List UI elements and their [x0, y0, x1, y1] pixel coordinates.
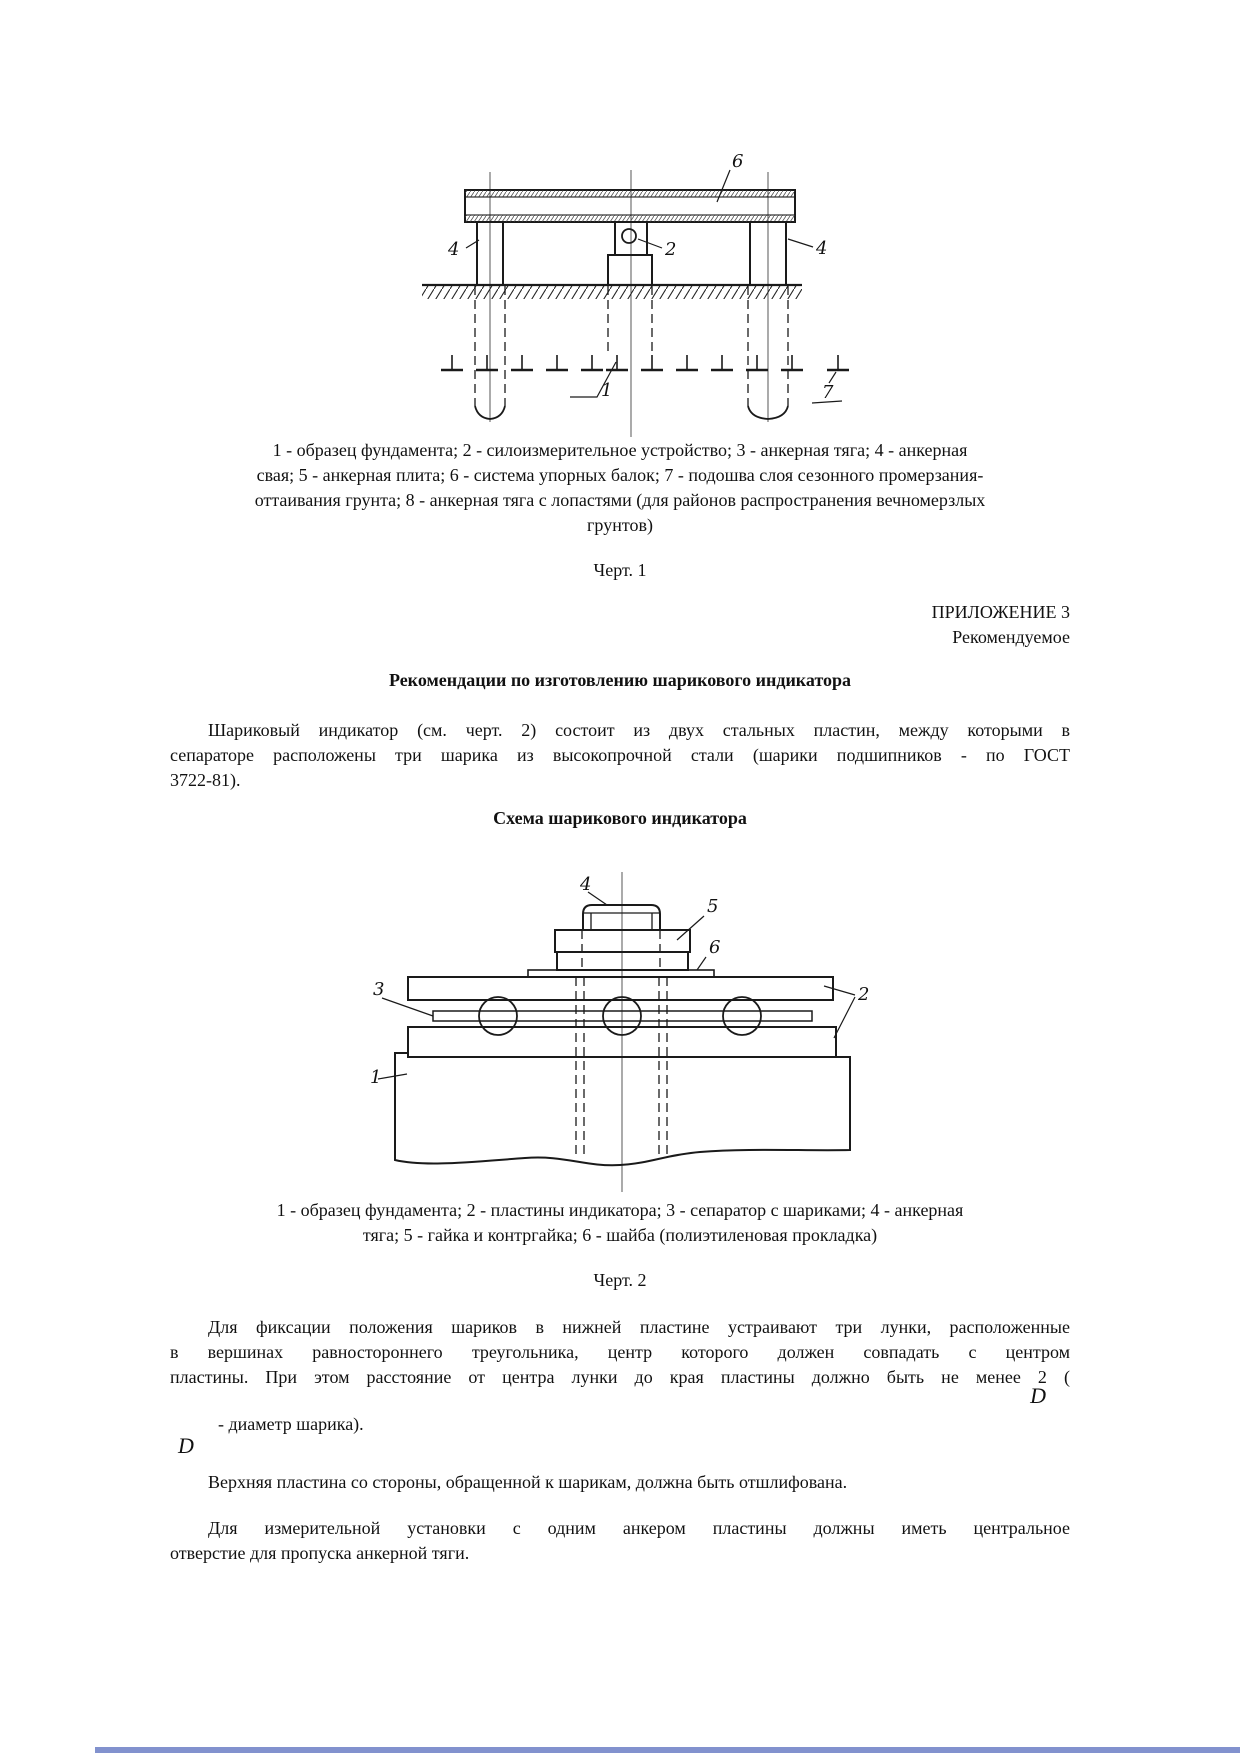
fig1-label-pile-right: 4 [815, 238, 827, 259]
scheme-heading: Схема шарикового индикатора [493, 808, 747, 828]
fig1-label-pile-left: 4 [447, 239, 459, 260]
fig1-label-load-device: 2 [664, 239, 676, 260]
paragraph-top-plate: Верхняя пластина со стороны, обращенной … [208, 1472, 848, 1492]
fig1-beam-system [464, 189, 796, 223]
section-heading: Рекомендации по изготовлению шарикового … [388, 670, 852, 690]
figure1-number: Черт. 1 [593, 560, 647, 580]
fig2-label-plates: 2 [857, 984, 869, 1005]
fig2-bottom-plate [407, 1026, 837, 1058]
figure2-drawing: 4 5 6 3 2 1 [370, 872, 869, 1192]
figure1-caption: 1 - образец фундамента; 2 - силоизмерите… [254, 440, 986, 535]
fig2-label-nuts: 5 [707, 896, 718, 917]
fig2-hidden-lines [575, 930, 668, 1156]
paragraph-central-hole: Для измерительной установки с одним анке… [170, 1516, 1070, 1566]
bottom-highlight-strip [95, 1747, 1240, 1753]
figure1-drawing: 4 6 2 4 1 7 [422, 151, 851, 437]
fig1-buried-piles [474, 286, 789, 420]
fig1-label-foundation: 1 [601, 380, 612, 401]
fig2-label-washer: 6 [709, 937, 720, 958]
paragraph-line: Для фиксации положения шариков в нижней … [208, 1317, 1070, 1337]
fig2-balls [478, 996, 762, 1036]
paragraph-line: в вершинах равностороннего треугольника,… [170, 1342, 1070, 1362]
fig2-foundation [394, 1052, 851, 1167]
paragraph-line: Шариковый индикатор (см. черт. 2) состои… [208, 720, 1070, 740]
fig1-load-device [607, 221, 653, 286]
paragraph-dimples: Для фиксации положения шариков в нижней … [170, 1315, 1070, 1390]
diameter-symbol-left: D [178, 1433, 194, 1458]
paragraph-line: отверстие для пропуска анкерной тяги. [170, 1543, 470, 1563]
fig2-labels: 4 5 6 3 2 1 [370, 874, 869, 1088]
fig2-anchor-rod [582, 904, 661, 930]
fig2-nuts [554, 929, 691, 971]
paragraph-line: сепараторе расположены три шарика из выс… [170, 745, 1070, 765]
fig2-label-anchor-rod: 4 [579, 874, 591, 895]
paragraph-line: 3722-81). [170, 770, 241, 790]
fig1-center-lines [489, 170, 769, 437]
fig1-labels: 4 6 2 4 1 7 [447, 151, 843, 404]
diameter-symbol-right: D [1030, 1383, 1046, 1408]
fig2-separator [432, 1010, 813, 1022]
figure2-caption: 1 - образец фундамента; 2 - пластины инд… [276, 1200, 964, 1245]
appendix-subtitle: Рекомендуемое [952, 627, 1070, 647]
fig1-ground [422, 283, 802, 299]
fig1-label-beam: 6 [732, 151, 743, 172]
figure2-number: Черт. 2 [593, 1270, 647, 1290]
appendix-title: ПРИЛОЖЕНИЕ 3 [931, 602, 1070, 622]
fig2-label-foundation: 1 [370, 1067, 381, 1088]
fig2-washer [527, 969, 715, 978]
paragraph-line: Для измерительной установки с одним анке… [208, 1518, 1070, 1538]
diameter-note: - диаметр шарика). [218, 1414, 364, 1434]
fig1-label-frost-layer: 7 [822, 382, 834, 403]
paragraph-line: пластины. При этом расстояние от центра … [170, 1367, 1070, 1387]
paragraph-indicator-description: Шариковый индикатор (см. черт. 2) состои… [170, 718, 1070, 793]
fig2-label-separator: 3 [373, 979, 384, 1000]
